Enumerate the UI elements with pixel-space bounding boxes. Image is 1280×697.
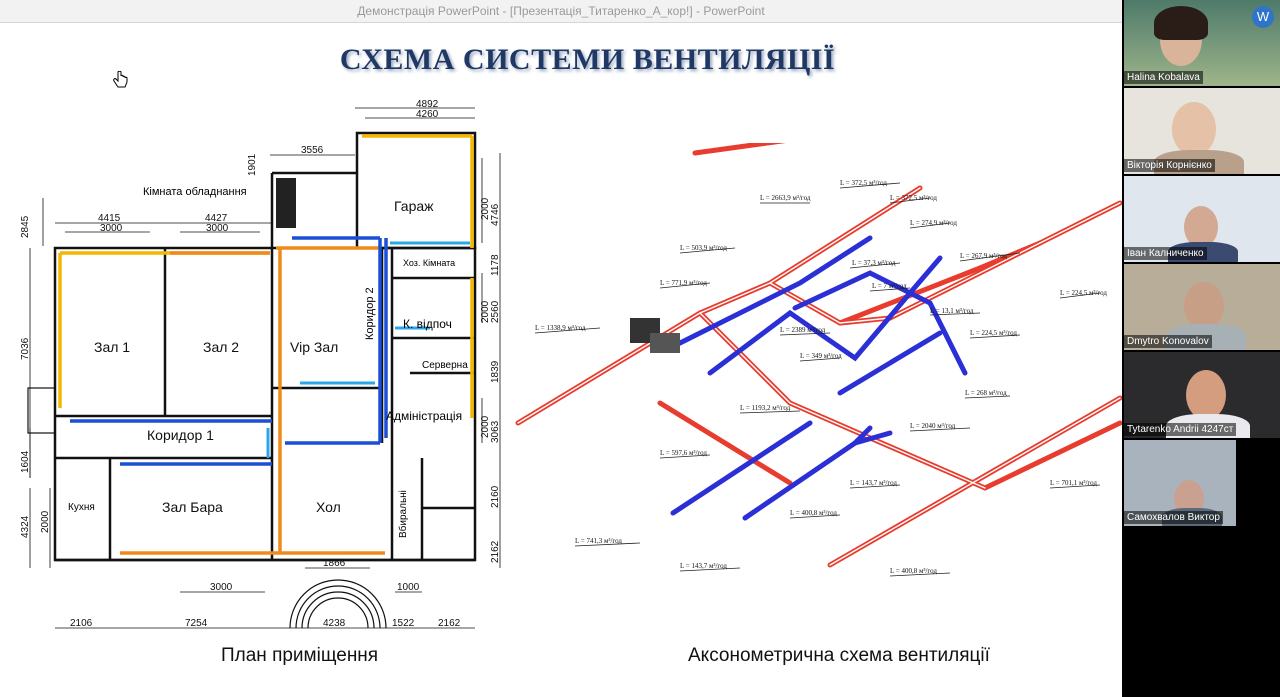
dim-top2: 4260 [416,109,439,120]
dim-1866: 1866 [323,558,346,569]
axo-label-4: L = 274,9 м³/год [910,219,957,227]
dim-r2000b: 2000 [480,300,491,323]
caption-axonometric: Аксонометрична схема вентиляції [688,645,990,666]
slide-title: СХЕМА СИСТЕМИ ВЕНТИЛЯЦІЇ [339,43,836,76]
room-hall1: Зал 1 [94,339,130,355]
dim-top1: 4892 [416,99,439,110]
dim-r2162: 2162 [490,540,501,563]
dim-r4746: 4746 [490,203,501,226]
axo-label-24: L = 143,7 м³/год [680,562,727,570]
dim-b2106: 2106 [70,618,93,629]
room-rest: К. відпоч [403,317,452,331]
axo-label-19: L = 597,6 м³/год [660,449,707,457]
dim-7036: 7036 [20,337,31,360]
dim-r2160: 2160 [490,485,501,508]
axo-label-1: L = 372,5 м³/год [840,179,887,187]
room-restrooms: Вбиральні [397,490,409,538]
participant-name: Dmytro Konovalov [1124,335,1212,348]
participant-name: Іван Калниченко [1124,247,1207,260]
dim-b1522: 1522 [392,618,415,629]
axo-label-16: L = 268 м³/год [965,389,1007,397]
axonometric-scheme: L = 372,5 м³/год L = 372,5 м³/год L = 26… [515,143,1123,577]
empty-panel-area [1206,532,1280,697]
dim-3000c: 3000 [210,582,233,593]
axo-label-14: L = 224,5 м³/год [970,329,1017,337]
dim-b7254: 7254 [185,618,208,629]
axo-label-10: L = 13,1 м³/год [930,307,974,315]
dim-3000a: 3000 [100,223,123,234]
participant-tile[interactable]: Dmytro Konovalov [1124,264,1280,350]
participant-name: Вікторія Корнієнко [1124,159,1215,172]
room-admin: Адміністрація [386,409,462,423]
hand-cursor-icon [113,71,128,88]
participant-tile[interactable]: W Halina Kobalava [1124,0,1280,86]
window-titlebar: Демонстрація PowerPoint - [Презентація_Т… [0,0,1122,23]
dim-2845: 2845 [20,215,31,238]
axo-label-7: L = 267,9 м³/год [960,252,1007,260]
axo-label-2: L = 372,5 м³/год [890,194,937,202]
axo-label-25: L = 400,8 м³/год [890,567,937,575]
dim-r1178: 1178 [490,254,501,276]
room-equipment: Кімната обладнання [143,186,247,198]
dim-4427: 4427 [205,213,228,224]
dim-b2162: 2162 [438,618,461,629]
dim-r2000a: 2000 [480,197,491,220]
room-vip: Vip Зал [290,339,338,355]
participants-panel: W Halina Kobalava Вікторія Корнієнко Іва… [1122,0,1280,697]
participant-tile[interactable]: Іван Калниченко [1124,176,1280,262]
dim-3556: 3556 [301,145,324,156]
dim-1604: 1604 [20,450,31,473]
dim-b4238: 4238 [323,618,346,629]
axo-label-21: L = 400,8 м³/год [790,509,837,517]
dim-1901: 1901 [247,153,258,176]
axo-label-23: L = 741,3 м³/год [575,537,622,545]
room-bar: Зал Бара [162,499,223,515]
dim-r2560: 2560 [490,300,501,323]
dim-1000: 1000 [397,582,420,593]
axo-label-13: L = 2389 м³/год [780,326,826,334]
dim-r3063: 3063 [490,420,501,443]
window-title: Демонстрація PowerPoint - [Презентація_Т… [357,4,765,18]
axo-label-17: L = 1193,2 м³/год [740,404,791,412]
axo-label-18: L = 2040 м³/год [910,422,956,430]
caption-floor-plan: План приміщення [221,645,379,666]
participant-name: Самохвалов Виктор [1124,511,1223,524]
axo-label-15: L = 349 м³/год [800,352,842,360]
dim-4324: 4324 [20,515,31,538]
floor-plan: 4892 4260 3556 1901 2845 4415 3000 4427 … [20,99,501,629]
app-logo-icon: W [1252,6,1274,28]
participant-name: Tytarenko Andrii 4247ст [1124,423,1237,436]
room-garage: Гараж [394,198,434,214]
dim-3000b: 3000 [206,223,229,234]
dim-4415: 4415 [98,213,121,224]
dim-r1839: 1839 [490,360,501,383]
participant-name: Halina Kobalava [1124,71,1203,84]
room-hall2: Зал 2 [203,339,239,355]
axo-label-12: L = 1338,9 м³/год [535,324,586,332]
room-corridor1: Коридор 1 [147,427,214,443]
room-utility: Хоз. Кімната [403,258,455,268]
participant-tile[interactable]: Самохвалов Виктор [1124,440,1236,526]
participant-tile[interactable]: Вікторія Корнієнко [1124,88,1280,174]
presentation-slide[interactable]: СХЕМА СИСТЕМИ ВЕНТИЛЯЦІЇ [0,23,1123,697]
dim-r2000c: 2000 [480,415,491,438]
axo-label-8: L = 7 м³/год [872,282,907,290]
axo-label-3: L = 2663,9 м³/год [760,194,811,202]
participant-tile[interactable]: Tytarenko Andrii 4247ст [1124,352,1280,438]
axo-label-5: L = 503,9 м³/год [680,244,727,252]
dim-2000l: 2000 [40,510,51,533]
room-lobby: Хол [316,499,341,515]
axo-label-6: L = 37,3 м³/год [852,259,896,267]
axo-label-22: L = 701,1 м³/год [1050,479,1097,487]
axo-label-9: L = 771,9 м³/год [660,279,707,287]
room-kitchen: Кухня [68,502,95,513]
room-corridor2: Коридор 2 [364,287,376,340]
room-server: Серверна [422,360,468,371]
axo-label-20: L = 143,7 м³/год [850,479,897,487]
axo-label-11: L = 224,5 м³/год [1060,289,1107,297]
